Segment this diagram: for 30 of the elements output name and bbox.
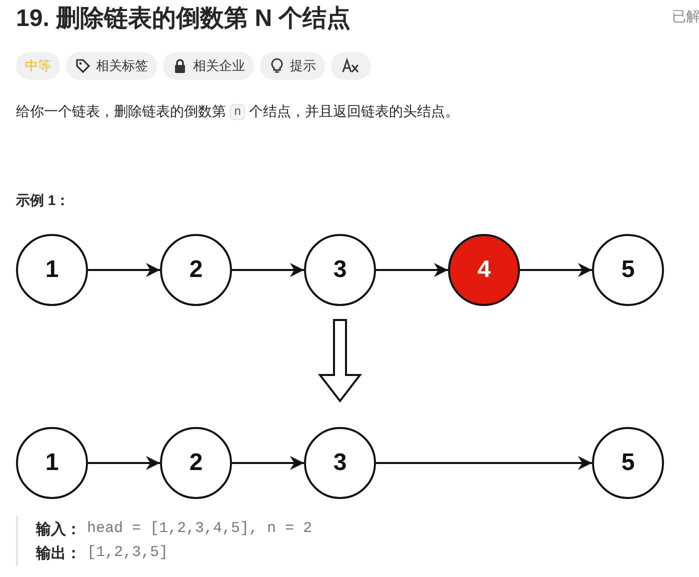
list-node-circle: 3 [304, 234, 376, 306]
description-text: 给你一个链表，删除链表的倒数第 [16, 103, 226, 121]
list-node-circle: 2 [160, 234, 232, 306]
description-text: 个结点，并且返回链表的头结点。 [249, 103, 460, 121]
list-node-circle: 4 [448, 234, 520, 306]
list-node-circle: 1 [16, 427, 88, 499]
list-node-circle: 3 [304, 427, 376, 499]
arrow [232, 456, 304, 470]
list-node-circle: 5 [592, 234, 664, 306]
arrow [88, 456, 160, 470]
arrow [88, 263, 160, 277]
example-heading: 示例 1： [16, 192, 70, 210]
inline-code: n [230, 104, 246, 120]
arrow [376, 263, 448, 277]
button-text: 相关企业 [193, 57, 245, 75]
list-node-circle: 1 [16, 234, 88, 306]
input-label: 输入： [36, 520, 81, 539]
arrow [232, 263, 304, 277]
block-arrow [318, 319, 362, 403]
arrow [520, 263, 592, 277]
output-value: [1,2,3,5] [87, 544, 168, 561]
output-label: 输出： [36, 544, 81, 563]
difficulty-tag: 中等 [16, 52, 60, 80]
input-value: head = [1,2,3,4,5], n = 2 [87, 520, 312, 537]
button-text: 提示 [290, 57, 316, 75]
list-node-circle: 2 [160, 427, 232, 499]
list-node-circle: 5 [592, 427, 664, 499]
arrow [376, 456, 592, 470]
page-title: 19. 删除链表的倒数第 N 个结点 [16, 4, 351, 34]
button-text: 相关标签 [96, 57, 148, 75]
